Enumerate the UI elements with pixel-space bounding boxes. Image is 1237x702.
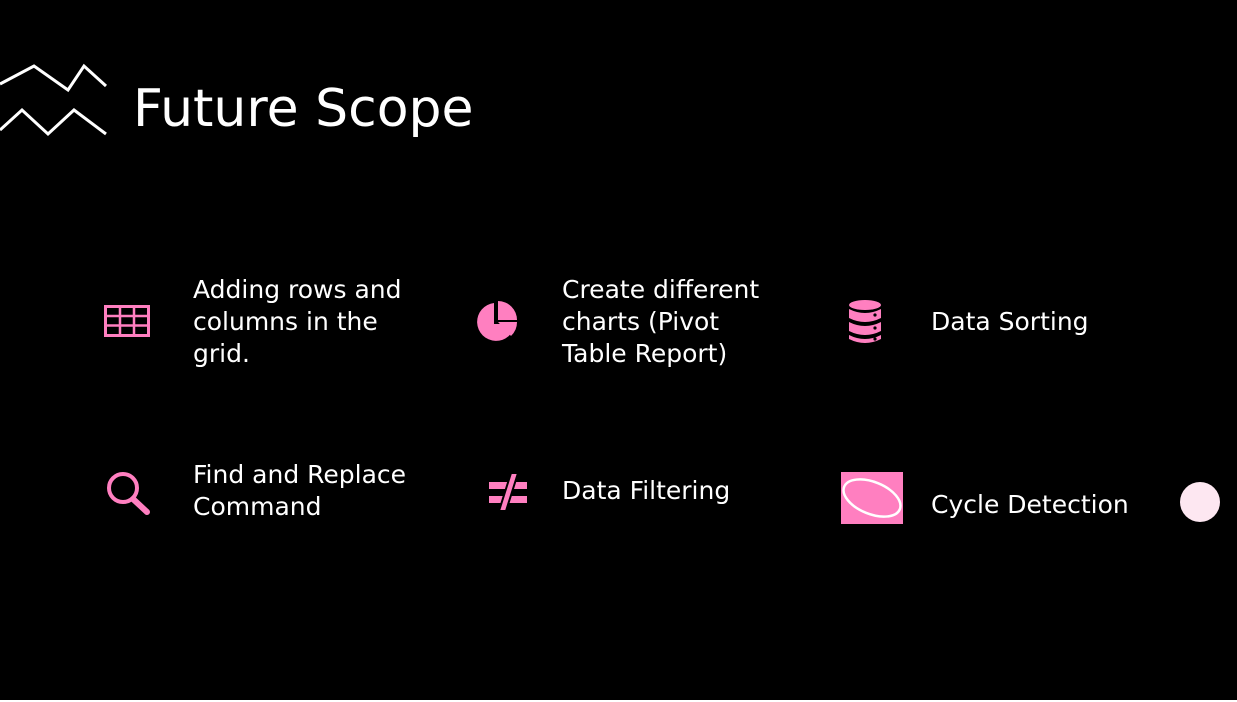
- cycle-ring-icon: [841, 472, 903, 524]
- slide-title: Future Scope: [133, 79, 474, 139]
- table-grid-icon: [104, 305, 150, 337]
- decorative-dot: [1180, 482, 1220, 522]
- not-equal-icon: [489, 472, 527, 512]
- magnifier-icon: [107, 472, 150, 515]
- feature-label: Cycle Detection: [931, 490, 1129, 519]
- feature-label: Adding rows and columns in the grid.: [193, 275, 402, 368]
- feature-label: Data Filtering: [562, 476, 731, 505]
- feature-label: Data Sorting: [931, 307, 1089, 336]
- database-icon: [849, 300, 881, 343]
- feature-label: Create different charts (Pivot Table Rep…: [562, 275, 760, 368]
- pie-chart-icon: [477, 301, 518, 341]
- zigzag-decoration-icon: [0, 63, 108, 137]
- feature-label: Find and Replace Command: [193, 460, 407, 521]
- bottom-edge: [0, 700, 1237, 702]
